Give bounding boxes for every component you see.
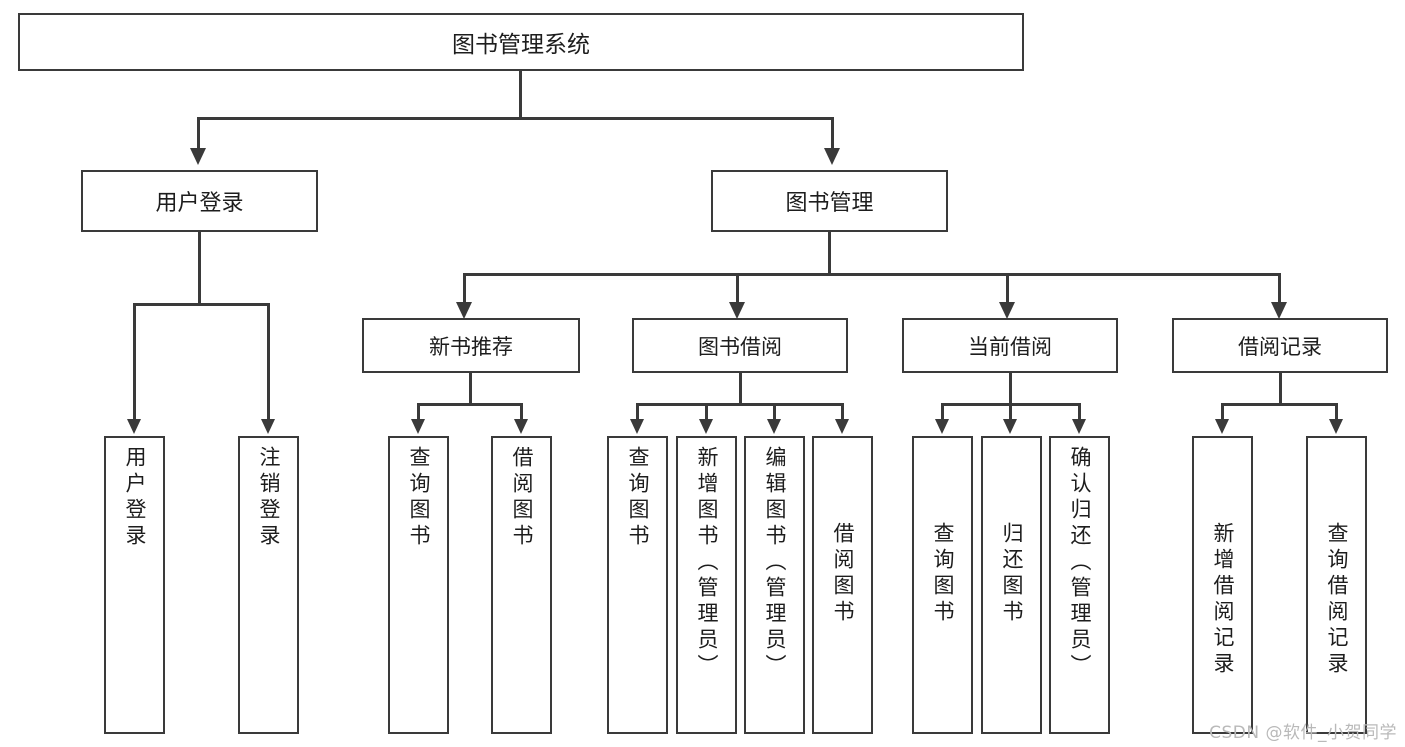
leaf-user-login[interactable]: 用户登录 (104, 436, 165, 734)
connector-drop-user-login (197, 117, 200, 151)
node-label: 当前借阅 (968, 334, 1052, 359)
connector-drop-leaf-add-book (705, 403, 708, 421)
arrowhead-leaf-borrow-book-2 (835, 419, 849, 434)
node-label: 用户登录 (155, 191, 244, 216)
arrowhead-leaf-add-record (1215, 419, 1229, 434)
leaf-add-borrow-record[interactable]: 新增借阅记录 (1192, 436, 1253, 734)
leaf-label: 查询图书 (407, 446, 431, 550)
node-label: 借阅记录 (1238, 334, 1322, 359)
leaf-query-book-current[interactable]: 查询图书 (912, 436, 973, 734)
connector-drop-leaf-add-record (1221, 403, 1224, 421)
connector-drop-new-book (463, 273, 466, 305)
leaf-borrow-book-borrow[interactable]: 借阅图书 (812, 436, 873, 734)
leaf-label: 用户登录 (123, 446, 147, 550)
watermark-text: CSDN @软件_小贺同学 (1209, 723, 1397, 743)
connector-drop-leaf-borrow-book-1 (520, 403, 523, 421)
connector-user-login-bus (133, 303, 270, 306)
leaf-label: 借阅图书 (831, 522, 855, 626)
node-user-login[interactable]: 用户登录 (81, 170, 318, 232)
leaf-return-book[interactable]: 归还图书 (981, 436, 1042, 734)
arrowhead-book-manage (824, 148, 840, 165)
connector-drop-leaf-user-login (133, 303, 136, 421)
leaf-label: 注销登录 (257, 446, 281, 550)
connector-drop-leaf-confirm-return (1078, 403, 1081, 421)
arrowhead-leaf-query-book-1 (411, 419, 425, 434)
connector-drop-borrow-records (1278, 273, 1281, 305)
leaf-label: 编辑图书（管理员） (763, 446, 787, 680)
arrowhead-leaf-return-book (1003, 419, 1017, 434)
connector-drop-leaf-logout (267, 303, 270, 421)
arrowhead-book-borrow (729, 302, 745, 319)
arrowhead-borrow-records (1271, 302, 1287, 319)
connector-level3-bus (463, 273, 1281, 276)
node-label: 新书推荐 (429, 334, 513, 359)
leaf-query-book-recommend[interactable]: 查询图书 (388, 436, 449, 734)
arrowhead-current-borrow (999, 302, 1015, 319)
node-book-borrow[interactable]: 图书借阅 (632, 318, 848, 373)
leaf-label: 新增图书（管理员） (695, 446, 719, 680)
connector-drop-book-borrow (736, 273, 739, 305)
leaf-label: 确认归还（管理员） (1068, 446, 1092, 680)
node-label: 图书管理系统 (452, 32, 590, 58)
leaf-query-book-borrow[interactable]: 查询图书 (607, 436, 668, 734)
leaf-confirm-return-admin[interactable]: 确认归还（管理员） (1049, 436, 1110, 734)
arrowhead-leaf-user-login (127, 419, 141, 434)
arrowhead-leaf-confirm-return (1072, 419, 1086, 434)
node-label: 图书借阅 (698, 334, 782, 359)
leaf-label: 查询图书 (626, 446, 650, 550)
arrowhead-leaf-add-book (699, 419, 713, 434)
arrowhead-new-book (456, 302, 472, 319)
leaf-label: 借阅图书 (510, 446, 534, 550)
connector-book-borrow-bus (636, 403, 844, 406)
leaf-logout[interactable]: 注销登录 (238, 436, 299, 734)
arrowhead-leaf-query-record (1329, 419, 1343, 434)
connector-drop-leaf-query-book-1 (417, 403, 420, 421)
connector-level2-bus (197, 117, 834, 120)
node-root-system[interactable]: 图书管理系统 (18, 13, 1024, 71)
arrowhead-leaf-edit-book (767, 419, 781, 434)
connector-book-manage-stem (828, 232, 831, 276)
node-current-borrow[interactable]: 当前借阅 (902, 318, 1118, 373)
leaf-edit-book-admin[interactable]: 编辑图书（管理员） (744, 436, 805, 734)
leaf-label: 新增借阅记录 (1211, 522, 1235, 678)
connector-new-book-bus (417, 403, 523, 406)
arrowhead-user-login (190, 148, 206, 165)
leaf-add-book-admin[interactable]: 新增图书（管理员） (676, 436, 737, 734)
connector-borrow-records-stem (1279, 373, 1282, 406)
connector-current-borrow-stem (1009, 373, 1012, 406)
node-book-manage[interactable]: 图书管理 (711, 170, 948, 232)
arrowhead-leaf-borrow-book-1 (514, 419, 528, 434)
connector-drop-current-borrow (1006, 273, 1009, 305)
leaf-query-borrow-record[interactable]: 查询借阅记录 (1306, 436, 1367, 734)
connector-drop-leaf-borrow-book-2 (841, 403, 844, 421)
leaf-label: 查询借阅记录 (1325, 522, 1349, 678)
connector-drop-leaf-query-book-3 (941, 403, 944, 421)
connector-new-book-stem (469, 373, 472, 406)
connector-drop-leaf-query-record (1335, 403, 1338, 421)
node-label: 图书管理 (785, 191, 874, 216)
connector-book-borrow-stem (739, 373, 742, 406)
connector-drop-leaf-query-book-2 (636, 403, 639, 421)
arrowhead-leaf-logout (261, 419, 275, 434)
arrowhead-leaf-query-book-3 (935, 419, 949, 434)
connector-user-login-stem (198, 232, 201, 306)
connector-drop-book-manage (831, 117, 834, 151)
node-new-book-recommend[interactable]: 新书推荐 (362, 318, 580, 373)
arrowhead-leaf-query-book-2 (630, 419, 644, 434)
connector-root-stem (519, 71, 522, 119)
leaf-label: 查询图书 (931, 522, 955, 626)
node-borrow-records[interactable]: 借阅记录 (1172, 318, 1388, 373)
leaf-borrow-book-recommend[interactable]: 借阅图书 (491, 436, 552, 734)
connector-borrow-records-bus (1221, 403, 1338, 406)
connector-drop-leaf-edit-book (773, 403, 776, 421)
connector-drop-leaf-return-book (1009, 403, 1012, 421)
leaf-label: 归还图书 (1000, 522, 1024, 626)
